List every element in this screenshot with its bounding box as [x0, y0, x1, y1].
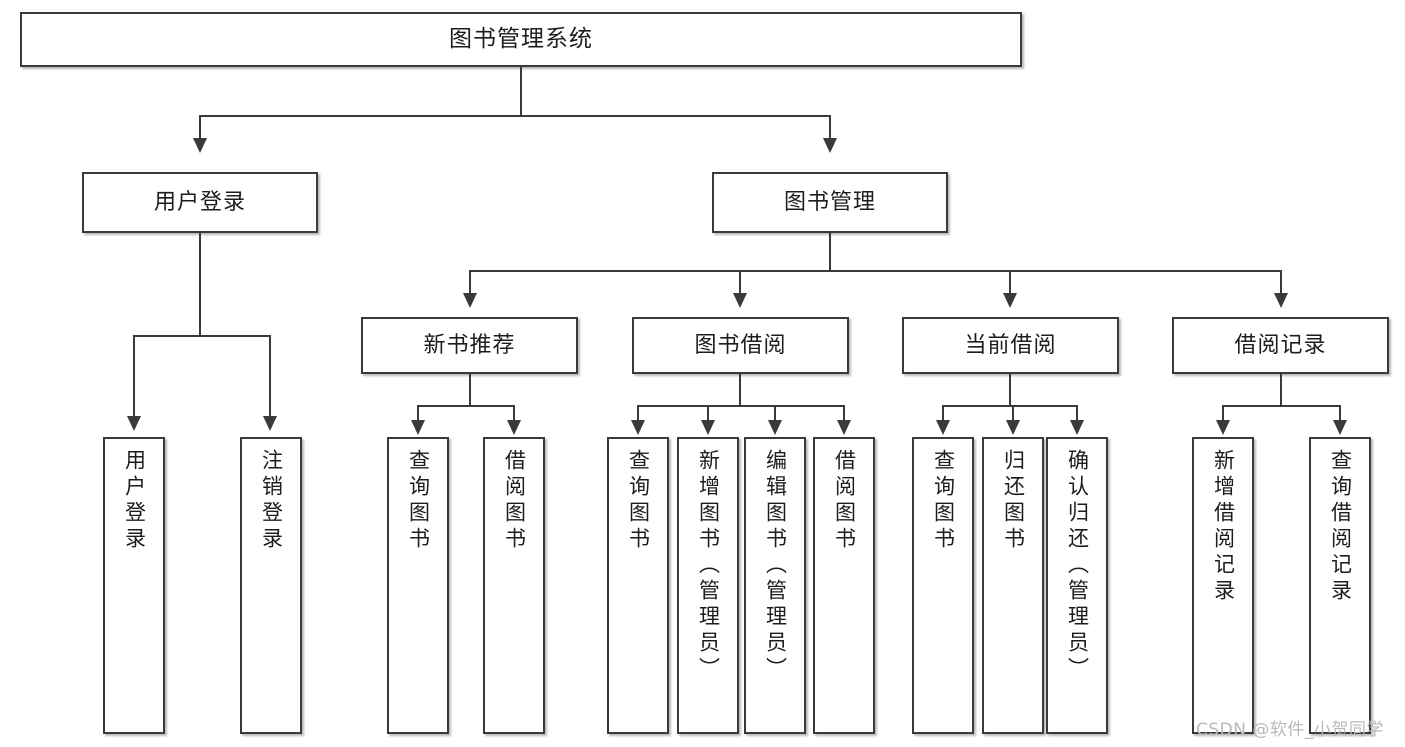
connector-current-borrow-drop-3 [1076, 405, 1078, 421]
node-label: 编辑图书（管理员） [763, 449, 788, 683]
node-current-borrow[interactable]: 当前借阅 [902, 317, 1119, 374]
leaf-book-borrow-edit[interactable]: 编辑图书（管理员） [744, 437, 806, 734]
arrowhead-leaf-borrow-record-2 [1333, 420, 1347, 435]
node-label: 图书管理系统 [449, 26, 593, 53]
leaf-current-borrow-confirm[interactable]: 确认归还（管理员） [1046, 437, 1108, 734]
arrowhead-leaf-book-borrow-4 [837, 420, 851, 435]
node-label: 查询图书 [931, 449, 956, 553]
arrowhead-leaf-borrow-record-1 [1216, 420, 1230, 435]
arrowhead-new-book [463, 293, 477, 308]
connector-level1-drop-left [199, 115, 201, 140]
arrowhead-leaf-current-borrow-3 [1070, 420, 1084, 435]
leaf-borrow-record-add[interactable]: 新增借阅记录 [1192, 437, 1254, 734]
node-root-system[interactable]: 图书管理系统 [20, 12, 1022, 67]
connector-current-borrow-bus [942, 405, 1077, 407]
connector-new-book-drop-1 [417, 405, 419, 421]
node-label: 注销登录 [259, 449, 284, 553]
arrowhead-leaf-new-book-1 [411, 420, 425, 435]
node-label: 用户登录 [122, 449, 147, 553]
connector-user-login-bus [133, 335, 271, 337]
csdn-watermark: CSDN @软件_小贺同学 [1196, 720, 1384, 740]
connector-level2-drop-2 [739, 270, 741, 295]
arrowhead-borrow-record [1274, 293, 1288, 308]
connector-level1-bus [199, 115, 831, 117]
connector-book-borrow-drop-1 [637, 405, 639, 421]
leaf-new-book-query[interactable]: 查询图书 [387, 437, 449, 734]
connector-book-borrow-drop-4 [843, 405, 845, 421]
arrowhead-leaf-book-borrow-2 [701, 420, 715, 435]
node-label: 借阅图书 [502, 449, 527, 553]
node-label: 查询图书 [626, 449, 651, 553]
node-borrow-record[interactable]: 借阅记录 [1172, 317, 1389, 374]
node-label: 确认归还（管理员） [1065, 449, 1090, 683]
connector-book-management-stem [829, 233, 831, 272]
connector-book-borrow-drop-3 [774, 405, 776, 421]
arrowhead-leaf-new-book-2 [507, 420, 521, 435]
node-label: 图书管理 [783, 189, 876, 215]
connector-new-book-stem [469, 374, 471, 407]
arrowhead-leaf-book-borrow-1 [631, 420, 645, 435]
node-label: 用户登录 [153, 189, 246, 215]
arrowhead-book-borrow [733, 293, 747, 308]
arrowhead-book-manage [823, 138, 837, 153]
node-label: 当前借阅 [964, 332, 1057, 358]
connector-level2-drop-3 [1009, 270, 1011, 295]
arrowhead-leaf-book-borrow-3 [768, 420, 782, 435]
arrowhead-leaf-current-borrow-1 [936, 420, 950, 435]
node-label: 借阅记录 [1234, 332, 1327, 358]
node-label: 新增图书（管理员） [696, 449, 721, 683]
connector-borrow-record-drop-1 [1222, 405, 1224, 421]
leaf-book-borrow-add[interactable]: 新增图书（管理员） [677, 437, 739, 734]
arrowhead-current-borrow [1003, 293, 1017, 308]
connector-borrow-record-drop-2 [1339, 405, 1341, 421]
leaf-user-login-login[interactable]: 用户登录 [103, 437, 165, 734]
connector-borrow-record-stem [1280, 374, 1282, 407]
leaf-current-borrow-query[interactable]: 查询图书 [912, 437, 974, 734]
leaf-borrow-record-query[interactable]: 查询借阅记录 [1309, 437, 1371, 734]
connector-level2-drop-1 [469, 270, 471, 295]
node-user-login[interactable]: 用户登录 [82, 172, 318, 233]
node-label: 新增借阅记录 [1211, 449, 1236, 605]
node-label: 图书借阅 [694, 332, 787, 358]
leaf-new-book-borrow[interactable]: 借阅图书 [483, 437, 545, 734]
node-label: 借阅图书 [832, 449, 857, 553]
connector-current-borrow-stem [1009, 374, 1011, 407]
node-label: 查询图书 [406, 449, 431, 553]
connector-current-borrow-drop-1 [942, 405, 944, 421]
node-new-book-recommend[interactable]: 新书推荐 [361, 317, 578, 374]
connector-user-login-stem [199, 233, 201, 336]
node-label: 新书推荐 [423, 332, 516, 358]
node-book-borrow[interactable]: 图书借阅 [632, 317, 849, 374]
connector-level2-bus [469, 270, 1282, 272]
node-label: 查询借阅记录 [1328, 449, 1353, 605]
connector-new-book-drop-2 [513, 405, 515, 421]
arrowhead-leaf-user-login-2 [263, 416, 277, 431]
connector-new-book-bus [417, 405, 515, 407]
connector-user-login-drop-1 [133, 335, 135, 418]
connector-book-borrow-drop-2 [707, 405, 709, 421]
connector-book-borrow-stem [739, 374, 741, 407]
connector-user-login-drop-2 [269, 335, 271, 418]
arrowhead-user-login [193, 138, 207, 153]
arrowhead-leaf-user-login-1 [127, 416, 141, 431]
node-label: 归还图书 [1001, 449, 1026, 553]
leaf-book-borrow-query[interactable]: 查询图书 [607, 437, 669, 734]
connector-root-stem [520, 67, 522, 116]
connector-borrow-record-bus [1222, 405, 1340, 407]
node-book-management[interactable]: 图书管理 [712, 172, 948, 233]
arrowhead-leaf-current-borrow-2 [1006, 420, 1020, 435]
connector-current-borrow-drop-2 [1012, 405, 1014, 421]
leaf-book-borrow-borrow[interactable]: 借阅图书 [813, 437, 875, 734]
connector-book-borrow-bus [637, 405, 845, 407]
leaf-user-login-logout[interactable]: 注销登录 [240, 437, 302, 734]
connector-level2-drop-4 [1280, 270, 1282, 295]
leaf-current-borrow-return[interactable]: 归还图书 [982, 437, 1044, 734]
connector-level1-drop-right [829, 115, 831, 140]
